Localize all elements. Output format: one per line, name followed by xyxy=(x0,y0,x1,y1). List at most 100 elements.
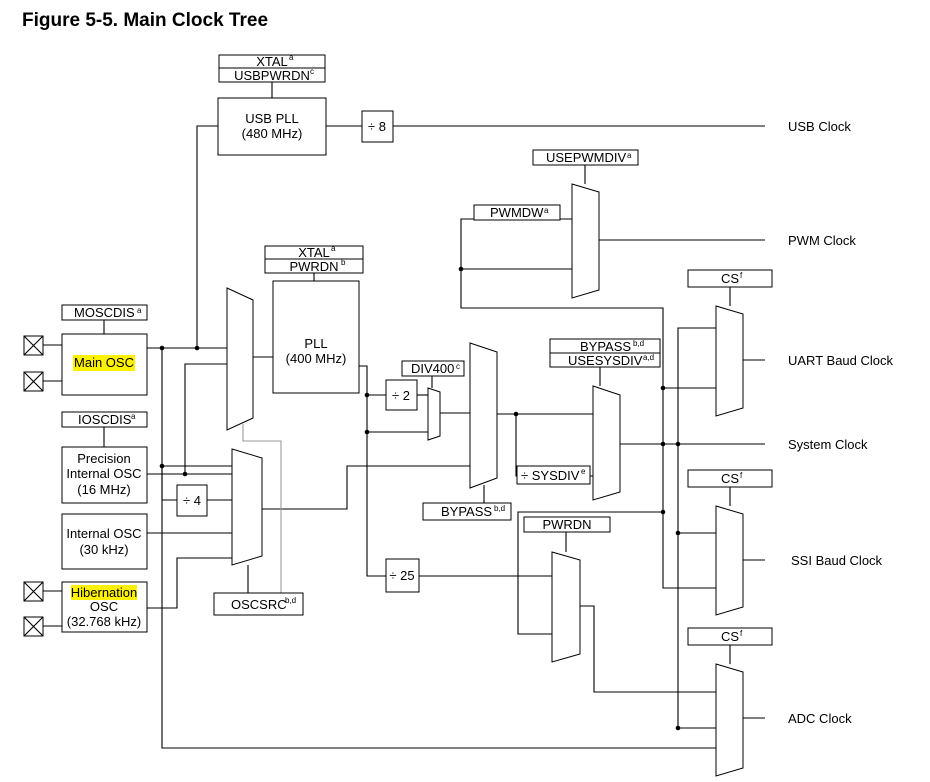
piosc-block: Precision Internal OSC (16 MHz) xyxy=(61,446,148,504)
svg-text:c: c xyxy=(456,362,460,371)
divider-25: ÷ 25 xyxy=(385,558,420,593)
piosc-label-3: (16 MHz) xyxy=(77,482,130,497)
svg-text:MOSCDIS: MOSCDIS xyxy=(74,305,135,320)
svg-text:f: f xyxy=(740,471,743,480)
oscsrc-control: OSCSRC b,d xyxy=(213,592,304,616)
divider-4: ÷ 4 xyxy=(176,484,208,517)
ssi-clock-label: SSI Baud Clock xyxy=(791,553,883,568)
svg-text:a: a xyxy=(137,306,142,315)
svg-text:BYPASS: BYPASS xyxy=(580,339,631,354)
svg-text:b,d: b,d xyxy=(494,504,505,513)
hib-osc-label-1: Hibernation xyxy=(71,585,138,600)
svg-text:DIV400: DIV400 xyxy=(411,361,454,376)
divider-sysdiv: ÷ SYSDIV e xyxy=(516,465,591,485)
svg-text:a: a xyxy=(544,206,549,215)
svg-text:c: c xyxy=(310,67,314,76)
ioscdis-control: IOSCDIS a xyxy=(61,411,148,428)
svg-text:f: f xyxy=(740,629,743,638)
svg-text:USBPWRDN: USBPWRDN xyxy=(234,68,310,83)
svg-text:XTAL: XTAL xyxy=(298,245,330,260)
svg-text:IOSCDIS: IOSCDIS xyxy=(78,412,132,427)
pwmdw-control: PWMDW a xyxy=(473,204,561,221)
main-osc-label: Main OSC xyxy=(74,355,134,370)
pwrdn-25-control: PWRDN xyxy=(523,516,611,533)
crystal-hib-2 xyxy=(23,616,44,637)
svg-text:OSCSRC: OSCSRC xyxy=(231,597,287,612)
svg-text:PWMDW: PWMDW xyxy=(490,205,544,220)
mux-pll-source xyxy=(226,287,254,431)
system-clock-label: System Clock xyxy=(788,437,868,452)
usepwmdiv-control: USEPWMDIV a xyxy=(532,149,639,166)
svg-text:a,d: a,d xyxy=(643,353,654,362)
bypass-control: BYPASS b,d xyxy=(422,502,512,521)
svg-text:a: a xyxy=(627,151,632,160)
mux-div400 xyxy=(427,387,441,441)
svg-text:÷ 8: ÷ 8 xyxy=(368,119,386,134)
usb-pll-label: USB PLL xyxy=(245,111,298,126)
svg-text:b,d: b,d xyxy=(285,596,296,605)
main-osc-block: Main OSC xyxy=(61,333,148,396)
mux-uart-cs xyxy=(715,305,744,417)
mux-adc-cs xyxy=(715,663,744,777)
pll-block: PLL (400 MHz) xyxy=(272,280,360,394)
iosc-label-2: (30 kHz) xyxy=(79,542,128,557)
moscdis-control: MOSCDIS a xyxy=(61,304,148,321)
svg-text:b: b xyxy=(341,258,346,267)
adc-clock-label: ADC Clock xyxy=(788,711,852,726)
xtal-pwrdn-control: XTAL a PWRDN b xyxy=(264,244,364,274)
svg-text:a: a xyxy=(131,412,136,421)
uart-clock-label: UART Baud Clock xyxy=(788,353,894,368)
svg-text:USEPWMDIV: USEPWMDIV xyxy=(546,150,627,165)
svg-text:÷ 4: ÷ 4 xyxy=(183,493,201,508)
xtal-usbpwrdn-control: XTAL a USBPWRDN c xyxy=(218,53,326,83)
iosc-block: Internal OSC (30 kHz) xyxy=(61,513,148,570)
svg-text:PWRDN: PWRDN xyxy=(542,517,591,532)
hibernation-osc-block: Hibernation OSC (32.768 kHz) xyxy=(61,581,148,633)
divider-8: ÷ 8 xyxy=(361,110,394,143)
usb-pll-block: USB PLL (480 MHz) xyxy=(217,97,327,156)
pll-freq: (400 MHz) xyxy=(286,351,347,366)
svg-text:b,d: b,d xyxy=(633,339,644,348)
mux-usepwmdiv xyxy=(571,183,600,299)
svg-text:CS: CS xyxy=(721,271,739,286)
mux-ssi-cs xyxy=(715,505,744,616)
divider-2: ÷ 2 xyxy=(385,379,418,411)
svg-text:a: a xyxy=(331,244,336,253)
mux-usesysdiv xyxy=(592,385,621,501)
svg-text:PWRDN: PWRDN xyxy=(289,259,338,274)
crystal-hib-1 xyxy=(23,581,44,602)
svg-text:BYPASS: BYPASS xyxy=(441,504,492,519)
usb-clock-label: USB Clock xyxy=(788,119,851,134)
hib-osc-label-3: (32.768 kHz) xyxy=(67,614,141,629)
cs-adc-control: CS f xyxy=(687,627,773,646)
figure-title: Figure 5-5. Main Clock Tree xyxy=(22,10,268,31)
mux-pwrdn-25 xyxy=(551,551,581,663)
svg-text:e: e xyxy=(581,467,586,476)
hib-osc-label-2: OSC xyxy=(90,599,118,614)
piosc-label-1: Precision xyxy=(77,451,130,466)
pwm-clock-label: PWM Clock xyxy=(788,233,856,248)
div400-control: DIV400 c xyxy=(401,360,465,377)
mux-oscsrc xyxy=(231,448,263,566)
svg-text:f: f xyxy=(740,271,743,280)
crystal-main-2 xyxy=(23,371,44,392)
svg-text:USESYSDIV: USESYSDIV xyxy=(568,353,643,368)
pll-label: PLL xyxy=(304,336,327,351)
svg-text:XTAL: XTAL xyxy=(256,54,288,69)
iosc-label-1: Internal OSC xyxy=(66,526,141,541)
svg-text:a: a xyxy=(289,53,294,62)
piosc-label-2: Internal OSC xyxy=(66,466,141,481)
cs-ssi-control: CS f xyxy=(687,469,773,488)
junction-dots xyxy=(159,266,681,731)
svg-text:CS: CS xyxy=(721,471,739,486)
cs-uart-control: CS f xyxy=(687,269,773,288)
svg-text:÷ SYSDIV: ÷ SYSDIV xyxy=(521,468,580,483)
svg-text:÷ 25: ÷ 25 xyxy=(389,568,414,583)
svg-text:÷ 2: ÷ 2 xyxy=(392,388,410,403)
usb-pll-freq: (480 MHz) xyxy=(242,126,303,141)
svg-text:CS: CS xyxy=(721,629,739,644)
crystal-main-1 xyxy=(23,335,44,356)
bypass-usesysdiv-control: BYPASS b,d USESYSDIV a,d xyxy=(549,338,661,368)
mux-bypass xyxy=(469,342,498,489)
